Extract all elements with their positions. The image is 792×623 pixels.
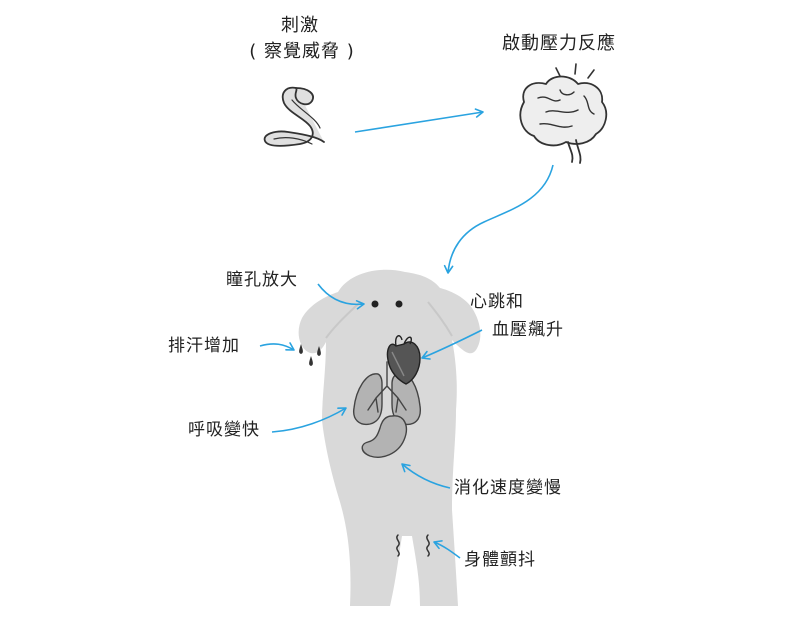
arrow-stimulus-to-brain xyxy=(354,108,484,133)
arrow-breath xyxy=(271,407,347,433)
left-eye xyxy=(371,300,379,308)
tremble-marks-icon xyxy=(396,534,430,557)
body-trembling-label: 身體顫抖 xyxy=(464,550,536,570)
brain-icon xyxy=(519,63,608,164)
arrow-sweat xyxy=(259,342,295,351)
arrow-heart xyxy=(421,329,483,360)
heart-icon xyxy=(386,335,421,385)
arrow-pupil xyxy=(317,283,365,310)
arrow-tremble xyxy=(433,540,461,559)
breathing-faster-label: 呼吸變快 xyxy=(188,420,260,440)
arrow-brain-to-body xyxy=(443,164,554,274)
stress-response-label: 啟動壓力反應 xyxy=(502,33,616,54)
sweat-drops-icon xyxy=(299,344,321,366)
right-eye xyxy=(395,300,403,308)
pupil-dilation-label: 瞳孔放大 xyxy=(226,270,298,290)
stimulus-sublabel: ( 察覺威脅 ) xyxy=(249,41,355,62)
digestion-slower-label: 消化速度變慢 xyxy=(454,478,562,498)
stomach-icon xyxy=(361,415,408,458)
heart-rate-label-line2: 血壓飆升 xyxy=(492,320,564,340)
arrow-digestion xyxy=(401,463,451,489)
heart-rate-label-line1: 心跳和 xyxy=(470,292,524,312)
snake-icon xyxy=(263,86,325,147)
sweat-increase-label: 排汗增加 xyxy=(168,336,240,356)
stimulus-label: 刺激 xyxy=(281,15,319,36)
